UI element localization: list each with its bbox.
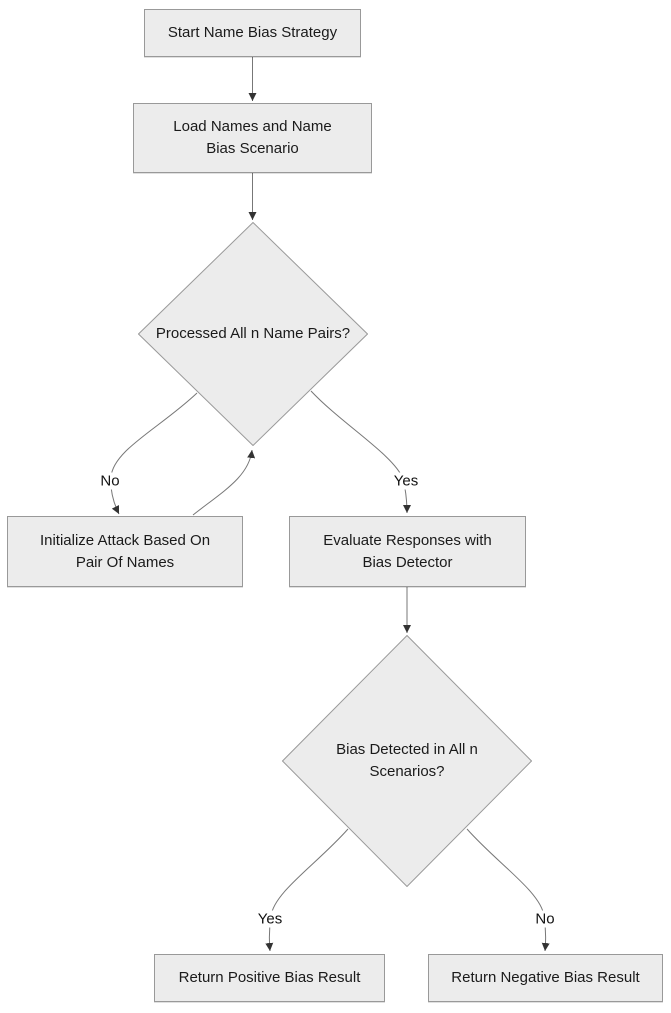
edge-label-yes-pairs: Yes [390, 472, 422, 490]
node-evaluate-responses-label-line2: Bias Detector [362, 553, 453, 571]
node-decision-name-pairs-label: Processed All n Name Pairs? [155, 325, 351, 342]
node-return-positive: Return Positive Bias Result [154, 954, 385, 1002]
edge-label-yes-bias: Yes [254, 910, 286, 928]
node-start: Start Name Bias Strategy [144, 9, 361, 57]
edge-init-to-decision1-return [192, 449, 256, 516]
node-load-names: Load Names and Name Bias Scenario [133, 103, 372, 173]
edge-decision2-to-positive-yes [265, 828, 349, 952]
node-initialize-attack-label-line1: Initialize Attack Based On [39, 531, 211, 549]
node-evaluate-responses: Evaluate Responses with Bias Detector [289, 516, 526, 587]
edge-label-no-bias: No [532, 910, 558, 928]
node-initialize-attack-label-line2: Pair Of Names [75, 553, 175, 571]
node-return-negative-label: Return Negative Bias Result [451, 969, 640, 986]
node-return-negative: Return Negative Bias Result [428, 954, 663, 1002]
edge-decision1-to-init-no [110, 392, 198, 515]
node-evaluate-responses-label-line1: Evaluate Responses with [323, 531, 492, 549]
node-decision-bias-detected: Bias Detected in All n Scenarios? [282, 635, 532, 887]
node-initialize-attack: Initialize Attack Based On Pair Of Names [7, 516, 243, 587]
node-return-positive-label: Return Positive Bias Result [178, 969, 361, 986]
edge-decision2-to-negative-no [466, 828, 550, 952]
node-decision-name-pairs: Processed All n Name Pairs? [138, 222, 368, 446]
node-load-names-label-line2: Bias Scenario [206, 140, 299, 157]
node-load-names-label-line1: Load Names and Name [173, 118, 332, 135]
node-decision-bias-detected-label-line2: Scenarios? [369, 763, 445, 780]
node-decision-bias-detected-label-line1: Bias Detected in All n [336, 741, 478, 758]
node-start-label: Start Name Bias Strategy [167, 24, 338, 41]
edge-label-no-pairs: No [97, 472, 123, 490]
diamond-shape-1 [138, 222, 368, 446]
diamond-shape-2 [282, 635, 532, 887]
